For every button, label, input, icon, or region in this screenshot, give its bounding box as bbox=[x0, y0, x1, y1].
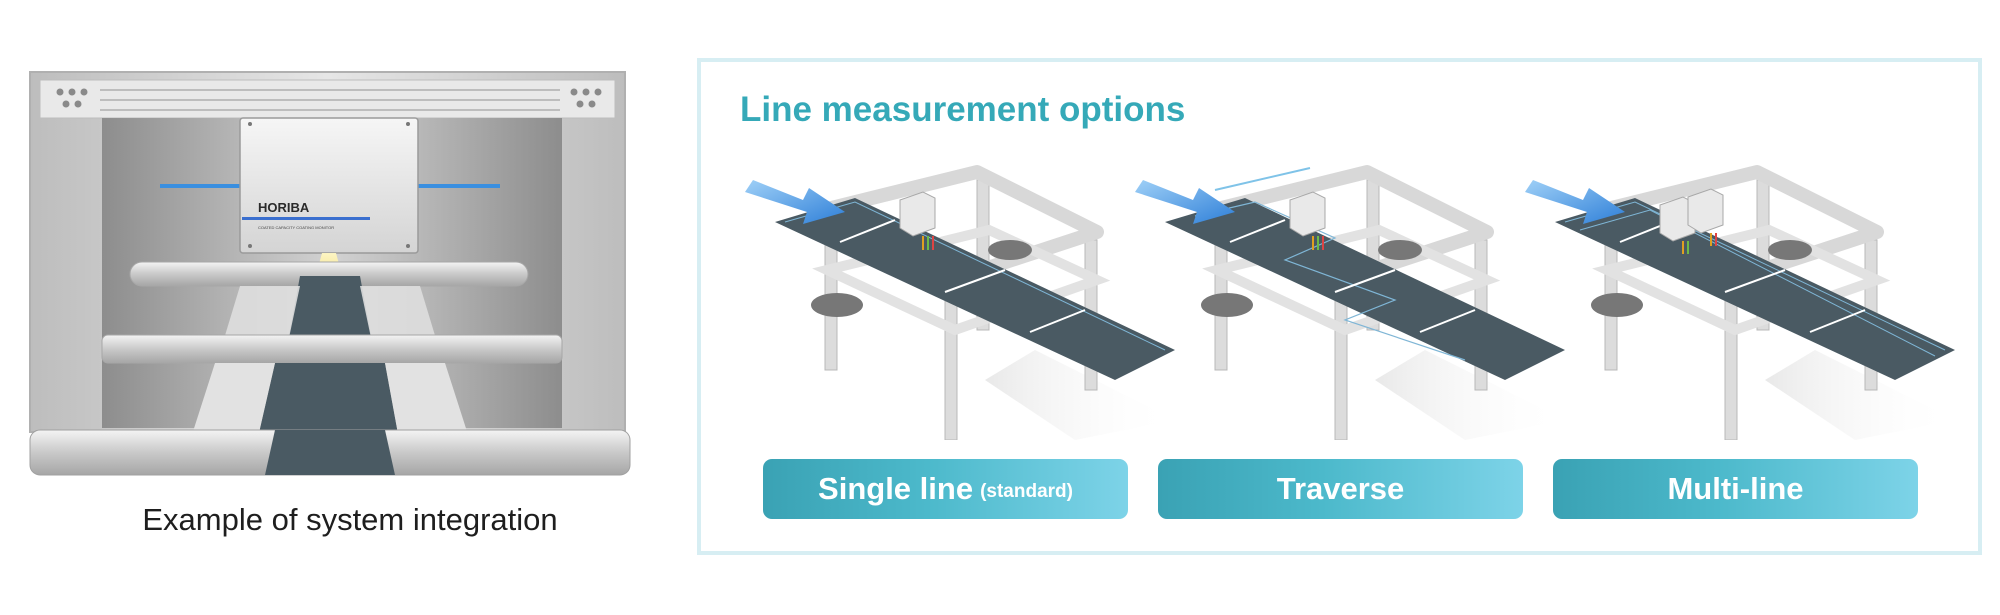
option-single-line-label: Single line (standard) bbox=[763, 459, 1128, 519]
vent-holes-right-icon bbox=[570, 88, 602, 108]
web-direction-arrow-icon bbox=[1525, 180, 1625, 224]
multi-line-illustration bbox=[1525, 165, 1955, 440]
vent-holes-left-icon bbox=[56, 88, 88, 108]
options-title: Line measurement options bbox=[740, 90, 1186, 129]
device-brand: HORIBA bbox=[258, 200, 310, 215]
single-line-illustration bbox=[745, 165, 1175, 440]
system-integration-illustration: HORIBA COATED CAPACITY COATING MONITOR bbox=[29, 71, 631, 476]
option-label: Traverse bbox=[1276, 471, 1405, 506]
option-label: Single line bbox=[818, 471, 974, 506]
device-subtitle: COATED CAPACITY COATING MONITOR bbox=[258, 225, 334, 230]
web-direction-arrow-icon bbox=[745, 180, 845, 224]
option-multi-line-label: Multi-line bbox=[1553, 459, 1918, 519]
traverse-illustration bbox=[1135, 165, 1565, 440]
option-sublabel: (standard) bbox=[980, 481, 1073, 502]
option-label: Multi-line bbox=[1667, 471, 1804, 506]
integration-caption: Example of system integration bbox=[142, 502, 558, 537]
web-direction-arrow-icon bbox=[1135, 180, 1235, 224]
option-traverse-label: Traverse bbox=[1158, 459, 1523, 519]
measurement-head bbox=[239, 117, 419, 254]
